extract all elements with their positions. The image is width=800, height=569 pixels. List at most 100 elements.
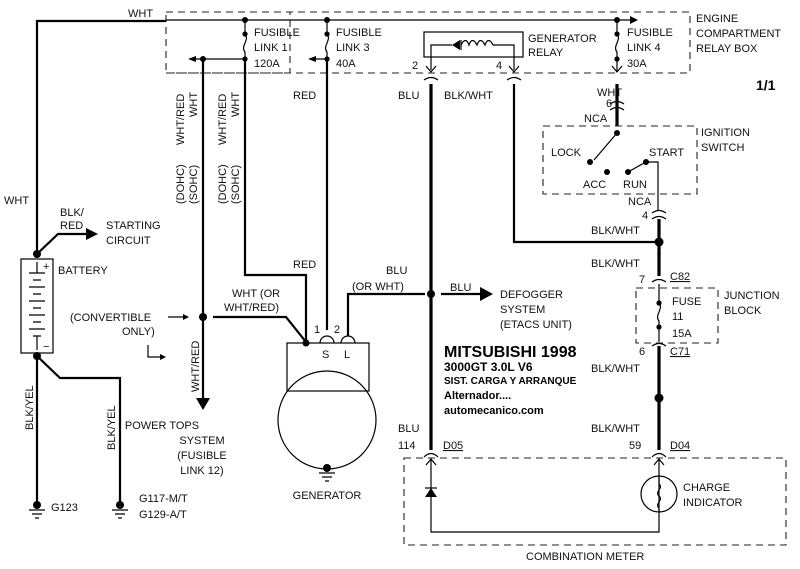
fusible-link-1-rating: 120A	[254, 58, 280, 70]
power-tops-label-2: SYSTEM	[179, 435, 224, 447]
title-system: SIST. CARGA Y ARRANQUE	[444, 376, 577, 387]
wire-label-blk-wht-jb-in: BLK/WHT	[591, 258, 640, 270]
ground-dot	[116, 501, 124, 509]
convertible-label-2: ONLY)	[122, 326, 155, 338]
connector-icon	[609, 100, 625, 111]
fusible-link-3-name: FUSIBLE	[336, 27, 382, 39]
combination-meter-outline	[403, 457, 787, 546]
ignition-switch: WHT 6 NCA IGNITION SWITCH LOCK ACC RUN S…	[542, 87, 750, 255]
power-tops-label-4: LINK 12)	[180, 465, 223, 477]
jb-pin-6: 6	[639, 346, 645, 358]
fuse-link-1-symbol	[242, 20, 248, 59]
fusible-link-4: FUSIBLE LINK 4 30A	[611, 17, 673, 73]
ign-pin-6: 6	[606, 98, 612, 110]
generator-circle	[277, 370, 377, 470]
wire-label-wht-sohc-1: WHT	[188, 92, 200, 117]
ground-wire-2	[36, 355, 122, 503]
ignition-switch-label-1: IGNITION	[701, 127, 750, 139]
fusible-link-3-rating: 40A	[336, 58, 356, 70]
blk-wht-wire-relay	[512, 84, 659, 244]
junction-block: BLK/WHT 7 C82 JUNCTION BLOCK FUSE 11 15A…	[591, 252, 780, 450]
meter-internal-wire	[430, 458, 660, 533]
switch-contact-run-start	[627, 161, 659, 210]
connector-icon	[651, 209, 667, 220]
relay-pin-arrows	[425, 65, 520, 73]
ground-dot	[323, 464, 331, 472]
fuse-name: FUSE	[672, 296, 701, 308]
wire-label-blk-yel-1: BLK/YEL	[24, 385, 36, 430]
gen-pin-2: 2	[334, 324, 340, 336]
wire-label-red-top: RED	[293, 90, 316, 102]
fusible-link-4-id: LINK 4	[627, 42, 661, 54]
relay-pin-4: 4	[496, 60, 502, 72]
wht-wire-gen-s	[243, 59, 308, 342]
ignition-switch-outline	[542, 125, 698, 195]
switch-acc-dot	[604, 169, 610, 175]
relay-box: ENGINE COMPARTMENT RELAY BOX	[165, 11, 781, 74]
defogger-arrow-icon	[480, 287, 493, 301]
label-dohc-1: (DOHC)	[175, 164, 187, 204]
power-tops-arrow-icon	[196, 398, 210, 410]
fuse-11-symbol	[656, 284, 662, 342]
relay-pin2-lead	[430, 44, 452, 70]
jb-pin-7: 7	[639, 274, 645, 286]
pointer-arrow-icon	[183, 314, 189, 320]
combination-meter: BLU 114 D05 59 D04 COMBINATION METER CHA…	[398, 423, 787, 563]
connector-c82: C82	[670, 271, 690, 283]
connector-d05: D05	[443, 440, 463, 452]
ground-icon	[319, 472, 335, 482]
relay-coil-icon	[460, 39, 515, 70]
fusible-link-1-id: LINK 1	[254, 42, 288, 54]
fuse-dot	[614, 56, 620, 62]
wire-label-blu-meter: BLU	[398, 423, 419, 435]
wire-label-red: RED	[60, 220, 83, 232]
title-component: Alternador....	[444, 390, 511, 402]
ground-label-g129: G129-A/T	[139, 509, 187, 521]
vertical-labels: WHT/RED WHT (DOHC) (SOHC) WHT/RED WHT (D…	[24, 92, 242, 450]
title-make-year: MITSUBISHI 1998	[444, 344, 577, 361]
charge-indicator-label-2: INDICATOR	[683, 497, 743, 509]
wire-label-wht-top: WHT	[128, 8, 153, 20]
generator-relay: GENERATOR RELAY 2 4	[412, 31, 597, 81]
relay-diode-icon	[452, 40, 460, 50]
generator-relay-label-1: GENERATOR	[528, 33, 597, 45]
convertible-branch: (CONVERTIBLE ONLY) WHT (OR WHT/RED) POWE…	[70, 288, 307, 477]
wire-label-wht-left: WHT	[4, 195, 29, 207]
fuse-number: 11	[672, 311, 683, 323]
connector-icon	[423, 452, 667, 458]
relay-connector-icon	[423, 76, 522, 81]
bus-arrow-icon	[630, 16, 638, 24]
meter-pin-114: 114	[398, 440, 416, 452]
junction-dot	[302, 339, 310, 347]
blk-red-wire	[36, 232, 86, 255]
wire-label-blu: BLU	[386, 265, 407, 277]
connector-icon	[651, 278, 667, 283]
combination-meter-label: COMBINATION METER	[526, 551, 644, 563]
battery-minus: −	[43, 341, 49, 353]
generator: 1 2 S L GENERATOR BLU (OR WHT)	[277, 265, 425, 502]
relay-box-label-3: RELAY BOX	[696, 43, 758, 55]
wire-label-blk-wht-jb-out: BLK/WHT	[591, 363, 640, 375]
page-indicator: 1/1	[756, 77, 776, 93]
wire-label-wht-or-2: WHT/RED)	[224, 302, 279, 314]
defogger-label-1: DEFOGGER	[500, 289, 563, 301]
junction-dot	[199, 313, 207, 321]
power-tops-label-1: POWER TOPS	[125, 420, 199, 432]
relay-box-label-2: COMPARTMENT	[696, 28, 781, 40]
ground-g117: G117-M/T G129-A/T	[112, 493, 188, 521]
wire-label-wht-red-dohc-1: WHT/RED	[175, 94, 187, 145]
switch-lock-dot	[587, 159, 593, 165]
gen-pin-l: L	[344, 349, 350, 361]
fuse-link-4-symbol	[614, 20, 620, 72]
fuse-dot	[656, 324, 662, 330]
fusible-link-3: FUSIBLE LINK 3 40A	[308, 17, 382, 70]
charge-indicator-label-1: CHARGE	[683, 482, 730, 494]
generator-relay-box	[423, 31, 524, 58]
pin-arrows	[425, 458, 665, 466]
blu-or-wht-wire	[346, 292, 425, 336]
relay-pin-2: 2	[412, 60, 418, 72]
junction-block-outline	[635, 287, 719, 344]
fusible-link-4-name: FUSIBLE	[627, 27, 673, 39]
label-sohc-1: (SOHC)	[188, 165, 200, 204]
